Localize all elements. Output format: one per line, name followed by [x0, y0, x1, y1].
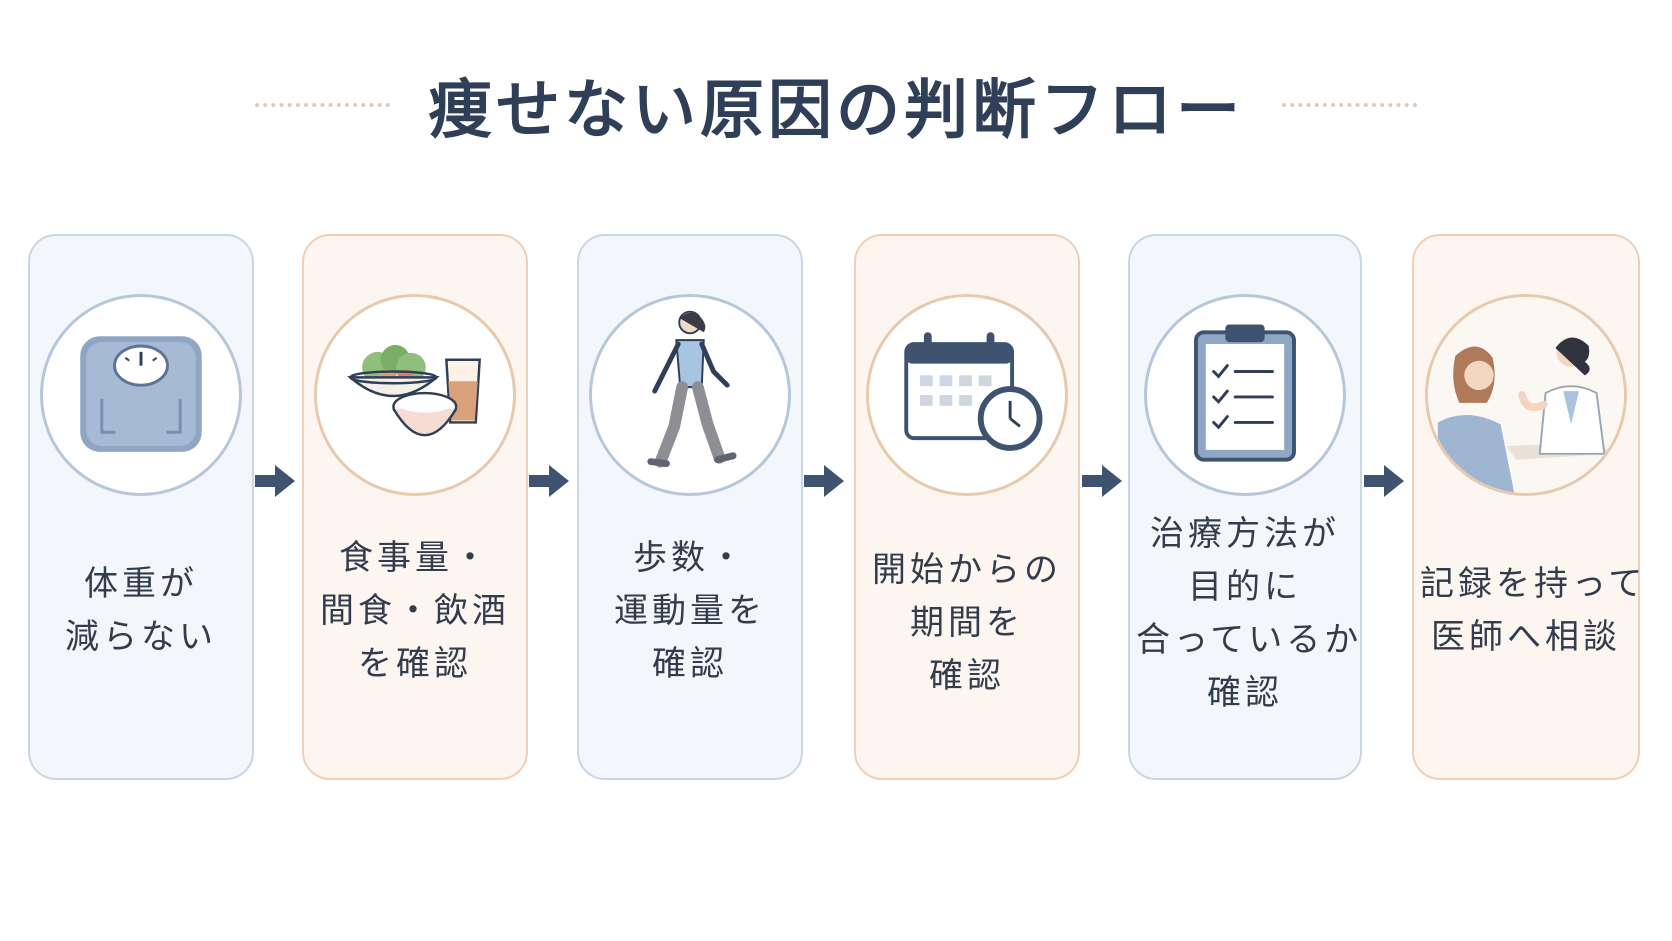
walking-person-icon	[647, 310, 737, 468]
arrow-right-icon	[529, 465, 569, 497]
icon-circle	[40, 294, 242, 496]
arrow-right-icon	[804, 465, 844, 497]
step-label: 記録を持って 医師へ相談	[1420, 564, 1647, 657]
step-label: 食事量・ 間食・飲酒 を確認	[320, 538, 510, 684]
flow-step-exercise: 歩数・ 運動量を 確認	[577, 234, 803, 780]
page-title: 痩せない原因の判断フロー	[428, 74, 1244, 148]
arrow-right-icon	[1364, 465, 1404, 497]
arrow-right-icon	[1082, 465, 1122, 497]
icon-circle	[1144, 294, 1346, 496]
clipboard-checklist-icon	[1194, 324, 1296, 462]
step-label: 体重が 減らない	[65, 564, 217, 657]
bathroom-scale-icon	[80, 336, 202, 452]
icon-circle	[866, 294, 1068, 496]
calendar-clock-icon	[904, 332, 1043, 451]
step-label: 開始からの 期間を 確認	[872, 550, 1062, 696]
icon-circle	[1425, 294, 1627, 496]
title-left-dots	[255, 103, 390, 107]
title-right-dots	[1282, 103, 1417, 107]
icon-circle	[589, 294, 791, 496]
doctor-consultation-icon	[1428, 297, 1624, 493]
icon-circle	[314, 294, 516, 496]
step-label: 治療方法が 目的に 合っているか 確認	[1136, 514, 1363, 713]
meal-icon	[347, 345, 481, 437]
flow-step-consult: 記録を持って 医師へ相談	[1412, 234, 1647, 780]
flow-step-diet: 食事量・ 間食・飲酒 を確認	[302, 234, 528, 780]
arrow-right-icon	[255, 465, 295, 497]
title-row: 痩せない原因の判断フロー	[0, 60, 1672, 150]
step-label: 歩数・ 運動量を 確認	[614, 538, 766, 684]
flow-step-treatment: 治療方法が 目的に 合っているか 確認	[1128, 234, 1362, 780]
flow-step-weight: 体重が 減らない	[28, 234, 254, 780]
flow-step-period: 開始からの 期間を 確認	[854, 234, 1080, 780]
